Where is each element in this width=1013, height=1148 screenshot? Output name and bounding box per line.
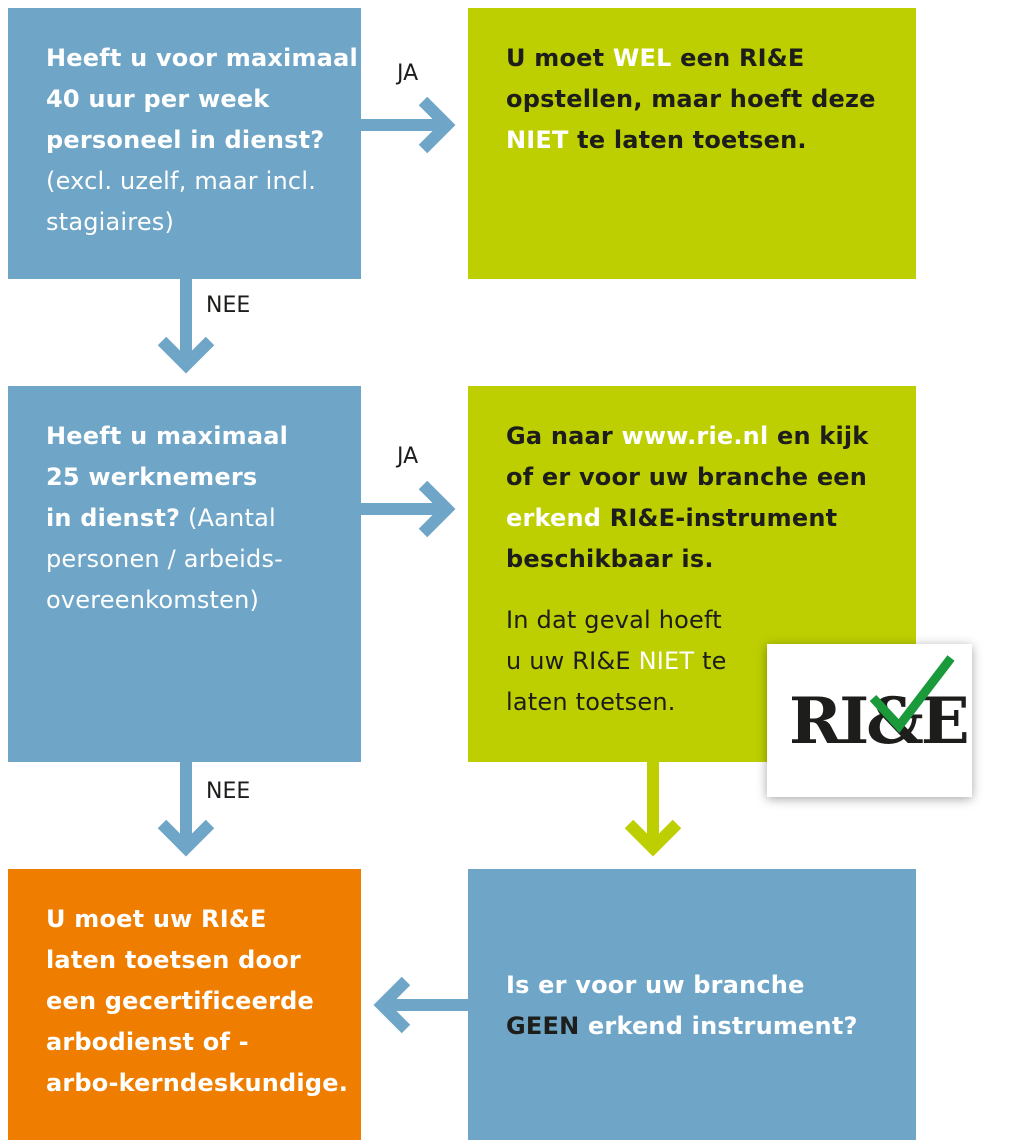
box5-line2: laten toetsen door [46,946,301,974]
box5-line3: een gecertificeerde [46,987,315,1015]
rie-link[interactable]: www.rie.nl [621,422,769,450]
label-ja-2: JA [397,444,419,469]
box6-line1: Is er voor uw branche [506,971,805,999]
label-nee-1: NEE [206,293,251,318]
box2-line3: NIET te laten toetsen. [506,126,807,154]
rie-logo: RI&E [767,644,972,797]
label-nee-2: NEE [206,779,251,804]
arrow-right-icon [361,480,456,538]
box4-erkend-highlight: erkend [506,504,602,532]
box4-niet-highlight: NIET [638,647,695,675]
rie-logo-text: RI&E [789,684,970,759]
box3-line2: 25 werknemers [46,463,258,491]
box4-note-line1: In dat geval hoeft [506,606,722,634]
box6-geen-highlight: GEEN [506,1012,580,1040]
arrow-down-icon [624,762,682,857]
result-box-certified-test: U moet uw RI&E laten toetsen door een ge… [8,869,361,1140]
question-box-no-instrument: Is er voor uw branche GEEN erkend instru… [468,869,916,1140]
box4-line2: of er voor uw branche een [506,463,868,491]
arrow-left-icon [373,976,468,1034]
box4-line3: erkend RI&E-instrument [506,504,838,532]
label-ja-1: JA [397,61,419,86]
box6-line2: GEEN erkend instrument? [506,1012,858,1040]
box2-wel-highlight: WEL [612,44,672,72]
box5-line5: arbo-kerndeskundige. [46,1069,349,1097]
box3-line4: personen / arbeids- [46,545,284,573]
arrow-down-icon [157,279,215,374]
box3-line5: overeenkomsten) [46,586,260,614]
answer-box-wel-opstellen: U moet WEL een RI&E opstellen, maar hoef… [468,8,916,279]
box4-line4: beschikbaar is. [506,545,714,573]
box2-niet-highlight: NIET [506,126,569,154]
box4-line1: Ga naar www.rie.nl en kijk [506,422,869,450]
question-box-25-employees: Heeft u maximaal 25 werknemers in dienst… [8,386,361,762]
box3-line3: in dienst? (Aantal [46,504,276,532]
box1-note-line2: stagiaires) [46,208,175,236]
arrow-right-icon [361,96,456,154]
arrow-down-icon [157,762,215,857]
answer-box-check-rie: Ga naar www.rie.nl en kijk of er voor uw… [468,386,916,762]
question-box-40-hours: Heeft u voor maximaal 40 uur per week pe… [8,8,361,279]
box3-line1: Heeft u maximaal [46,422,289,450]
box4-note-line2: u uw RI&E NIET te [506,647,727,675]
box4-note-line3: laten toetsen. [506,688,676,716]
box2-line2: opstellen, maar hoeft deze [506,85,876,113]
box5-line4: arbodienst of - [46,1028,249,1056]
box2-line1: U moet WEL een RI&E [506,44,805,72]
box1-question-line1: Heeft u voor maximaal [46,44,358,72]
box1-question-line2: 40 uur per week [46,85,270,113]
box1-question-line3: personeel in dienst? [46,126,325,154]
box5-line1: U moet uw RI&E [46,905,267,933]
checkmark-icon [869,655,955,733]
box1-note-line1: (excl. uzelf, maar incl. [46,167,317,195]
